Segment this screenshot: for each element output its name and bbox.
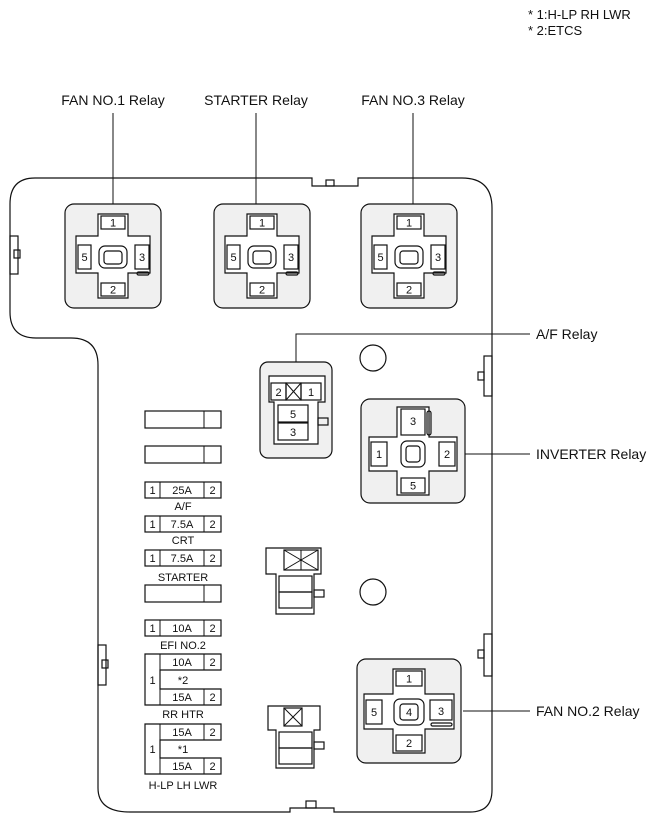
fuse-af-left: 1 [149,485,155,497]
fan1-relay-label: FAN NO.1 Relay [61,92,164,108]
fuse-hlp-lh-lwr-top-right: 2 [209,727,215,739]
fan2-relay: 1 5 4 3 2 [356,658,462,764]
af-pin-2: 2 [275,387,281,399]
fuse-af-name: A/F [174,501,191,513]
fuse-crt-left: 1 [149,519,155,531]
fan1-pin-1: 1 [110,218,116,230]
fuse-crt-name: CRT [172,535,195,547]
fuse-rr-htr: 1 10A 2 *2 15A 2 RR HTR [144,653,222,721]
fuse-crt-right: 2 [209,519,215,531]
fuse-crt: 1 7.5A 2 CRT [144,515,222,547]
right-clip [477,355,493,397]
fuse-af-amp: 25A [172,485,192,497]
fuse-efi-no2-name: EFI NO.2 [160,640,206,652]
fan3-relay-label: FAN NO.3 Relay [361,92,464,108]
fuse-crt-amp: 7.5A [171,519,194,531]
fan3-relay: 1 5 3 2 [360,203,458,309]
starter-pin-3: 3 [288,252,294,264]
mounting-hole-lower [359,578,387,606]
fuse-rr-htr-left: 1 [149,675,155,687]
connector-middle [265,547,325,615]
right-lower-clip [477,633,493,677]
fan2-pin-1: 1 [406,674,412,686]
fan1-pin-2: 2 [110,285,116,297]
starter-relay-label: STARTER Relay [204,92,308,108]
fan3-pin-1: 1 [406,218,412,230]
fuse-rr-htr-name: RR HTR [162,709,204,721]
inverter-pin-1: 1 [376,449,382,461]
af-relay: 2 1 5 3 [259,361,333,459]
starter-pin-1: 1 [259,218,265,230]
left-lower-clip [97,644,109,686]
fuse-hlp-lh-lwr-name: H-LP LH LWR [149,780,218,792]
fan2-pin-2: 2 [406,738,412,750]
fuse-starter: 1 7.5A 2 STARTER [144,549,222,584]
inverter-pin-5: 5 [410,481,416,493]
fan2-pin-3: 3 [438,706,444,718]
fuse-blank-3 [144,584,222,603]
fuse-box-outline [9,177,493,813]
mounting-hole-upper [359,344,387,372]
fuse-hlp-lh-lwr: 1 15A 2 *1 15A 2 H-LP LH LWR [144,723,222,792]
fuse-rr-htr-top-right: 2 [209,657,215,669]
fuse-efi-no2: 1 10A 2 EFI NO.2 [144,619,222,652]
fuse-hlp-lh-lwr-bottom-right: 2 [209,761,215,773]
af-pin-5: 5 [290,409,296,421]
af-pin-3: 3 [290,427,296,439]
fuse-af: 1 25A 2 A/F [144,481,222,513]
fuse-starter-name: STARTER [158,572,208,584]
fuse-blank-1 [144,410,222,429]
fuse-starter-amp: 7.5A [171,553,194,565]
fuse-hlp-lh-lwr-top-amp: 15A [172,727,192,739]
fan1-pin-3: 3 [139,252,145,264]
fan1-pin-5: 5 [81,252,87,264]
fan2-pin-5: 5 [371,707,377,719]
af-pin-1: 1 [308,387,314,399]
fan3-pin-5: 5 [377,252,383,264]
fuse-hlp-lh-lwr-mid: *1 [178,744,188,756]
af-relay-label: A/F Relay [536,326,597,342]
fuse-blank-2 [144,445,222,464]
bottom-latch-inner [305,800,317,809]
top-latch-inner [325,179,335,187]
inverter-relay-label: INVERTER Relay [536,446,646,462]
fan3-pin-3: 3 [435,252,441,264]
note-1: * 1:H-LP RH LWR [528,7,631,22]
starter-pin-5: 5 [230,252,236,264]
fuse-rr-htr-mid: *2 [178,675,188,687]
fuse-hlp-lh-lwr-left: 1 [149,744,155,756]
inverter-pin-2: 2 [444,449,450,461]
fuse-rr-htr-top-amp: 10A [172,657,192,669]
fuse-rr-htr-bottom-amp: 15A [172,692,192,704]
left-clip [9,235,21,275]
starter-pin-2: 2 [259,285,265,297]
fuse-starter-right: 2 [209,553,215,565]
fan1-relay: 1 5 3 2 [64,203,162,309]
fan3-pin-2: 2 [406,285,412,297]
fuse-efi-no2-right: 2 [209,623,215,635]
fan2-relay-label: FAN NO.2 Relay [536,703,639,719]
fuse-rr-htr-bottom-right: 2 [209,692,215,704]
inverter-pin-3: 3 [410,416,416,428]
fuse-efi-no2-amp: 10A [172,623,192,635]
fuse-starter-left: 1 [149,553,155,565]
fuse-af-right: 2 [209,485,215,497]
fuse-efi-no2-left: 1 [149,623,155,635]
fan2-pin-4: 4 [406,707,412,719]
starter-relay: 1 5 3 2 [213,203,311,309]
inverter-relay: 3 1 2 5 [360,398,466,504]
note-2: * 2:ETCS [528,23,583,38]
fuse-hlp-lh-lwr-bottom-amp: 15A [172,761,192,773]
connector-lower [267,705,325,769]
